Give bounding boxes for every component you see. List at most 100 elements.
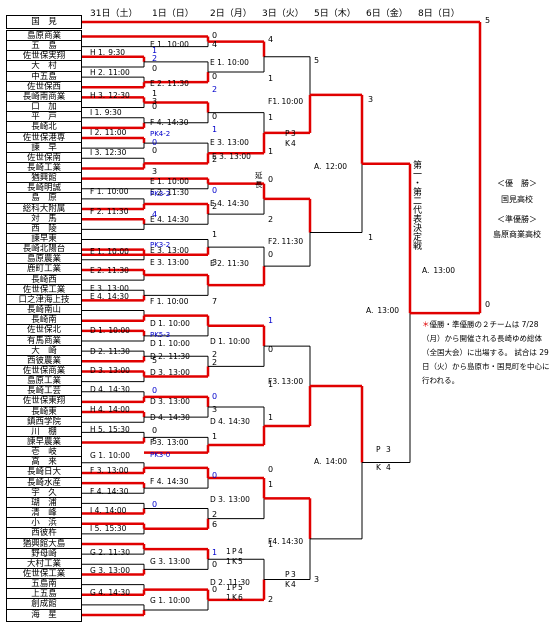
match-score: 3 [152,167,158,176]
match-time: 14:00 [108,405,130,414]
round2-match: E 3.13:00 [212,152,251,161]
match-score: 0 [152,500,158,509]
match-time: 11:30 [228,578,250,587]
match-time: 10:00 [227,58,249,67]
match-code: G 3. [90,566,106,575]
pk-result: PK5-3 [150,331,171,339]
match-score: 5 [314,56,320,65]
match-code: F 2. [90,207,104,216]
match-code: G 4. [90,588,106,597]
match-score: 0 [152,146,158,155]
date-header: 1日（日） [152,9,194,19]
round2-match: E 3.13:00 [150,246,189,255]
match-time: 10:00 [106,187,129,196]
match-time: 14:30 [166,477,189,486]
match-time: 13:00 [228,495,250,504]
semifinal-match: A.14:00 [314,457,347,466]
match-code: D 1. [150,319,166,328]
match-score: 5 [152,437,158,446]
match-score: 3 [152,97,158,106]
match-code: F2. [268,237,280,246]
match-score: 0 [212,585,218,594]
round1-match: H 3.12:30 [90,91,130,100]
match-time: 13:00 [168,557,190,566]
match-code: E 3. [212,152,227,161]
pk-note-char: K [376,463,381,472]
match-time: 10:00 [166,297,189,306]
match-code: D 3. [90,366,106,375]
pk-note-char: K [285,139,290,148]
match-time: 13:00 [108,566,130,575]
match-time: 11:30 [168,352,190,361]
match-score: 0 [212,112,218,121]
match-score: 2 [212,85,218,94]
match-time: 14:00 [104,506,127,515]
match-score: 4 [268,35,274,44]
match-time: 10:00 [167,177,189,186]
round2-match: D 3.13:00 [150,397,190,406]
match-code: E 1. [150,177,165,186]
match-time: 15:30 [104,524,127,533]
match-code: I 5. [90,524,102,533]
match-code: I 1. [90,108,102,117]
match-code: E 4. [210,199,225,208]
match-time: 11:30 [281,237,304,246]
pk-note-char: 4 [386,463,391,472]
match-code: H 5. [90,425,106,434]
match-code: D 3. [150,368,166,377]
pk-result: PK3-2 [150,241,171,249]
match-code: G 1. [150,596,166,605]
round2-match: E 2.11:30 [150,188,189,197]
match-time: 14:30 [108,385,130,394]
match-time: 10:00 [168,339,190,348]
match-code: G 1. [90,451,106,460]
match-code: F 4. [150,477,164,486]
match-code: E 3. [210,138,225,147]
round2-match: E 2.11:30 [150,79,189,88]
round1-match: I 3.12:30 [90,148,126,157]
date-header: 3日（火） [262,9,304,19]
date-header: 8日（日） [418,9,460,19]
match-code: H 3. [90,91,106,100]
match-time: 12:00 [325,162,348,171]
match-score: 0 [212,31,218,40]
note-text: 優勝・準優勝の２チームは 7/28（月）から開催される長崎ゆめ総体（全国大会）に… [422,320,550,385]
match-time: 11:30 [227,259,249,268]
match-score: 5 [152,356,158,365]
quarterfinal-match: F1.10:00 [268,97,303,106]
champion-team: 国見高校 [501,195,533,204]
match-score: 4 [152,210,158,219]
match-code: G 3. [150,557,166,566]
match-score: 0 [268,250,274,259]
match-score: 1 [152,46,158,55]
match-score: 1 [212,125,218,134]
round2-match: D 1.10:00 [150,339,190,348]
match-time: 13:00 [166,438,189,447]
pk-note-char: K [285,580,290,589]
match-time: 14:30 [166,118,189,127]
pk-note-char: 4 [291,580,296,589]
match-code: A. [314,162,322,171]
pk-note-char: P [285,570,290,579]
match-code: D 4. [210,417,226,426]
round1-match: E 3.13:00 [90,284,129,293]
tournament-note: ＊優勝・準優勝の２チームは 7/28（月）から開催される長崎ゆめ総体（全国大会）… [422,318,552,388]
match-time: 14:30 [228,417,250,426]
round3-match: D 2.11:30 [210,578,250,587]
match-score: 1 [268,147,274,156]
round1-match: F 1.10:00 [90,187,128,196]
representative-playoff-label: 第一・第二代表決定戦 [411,160,421,250]
match-time: 13:00 [168,368,190,377]
round1-match: D 3.13:00 [90,366,130,375]
match-score: 2 [152,54,158,63]
match-score: 0 [268,345,274,354]
champion-title: ＜優 勝＞ [497,179,537,188]
match-time: 14:30 [108,588,130,597]
match-code: D 4. [90,385,106,394]
round2-match: E 4.14:30 [150,215,189,224]
match-score: 0 [152,64,158,73]
extra-time-label: 延 [255,171,263,180]
match-code: A. [366,306,374,315]
match-score: 2 [212,350,218,359]
round1-match: I 5.15:30 [90,524,126,533]
